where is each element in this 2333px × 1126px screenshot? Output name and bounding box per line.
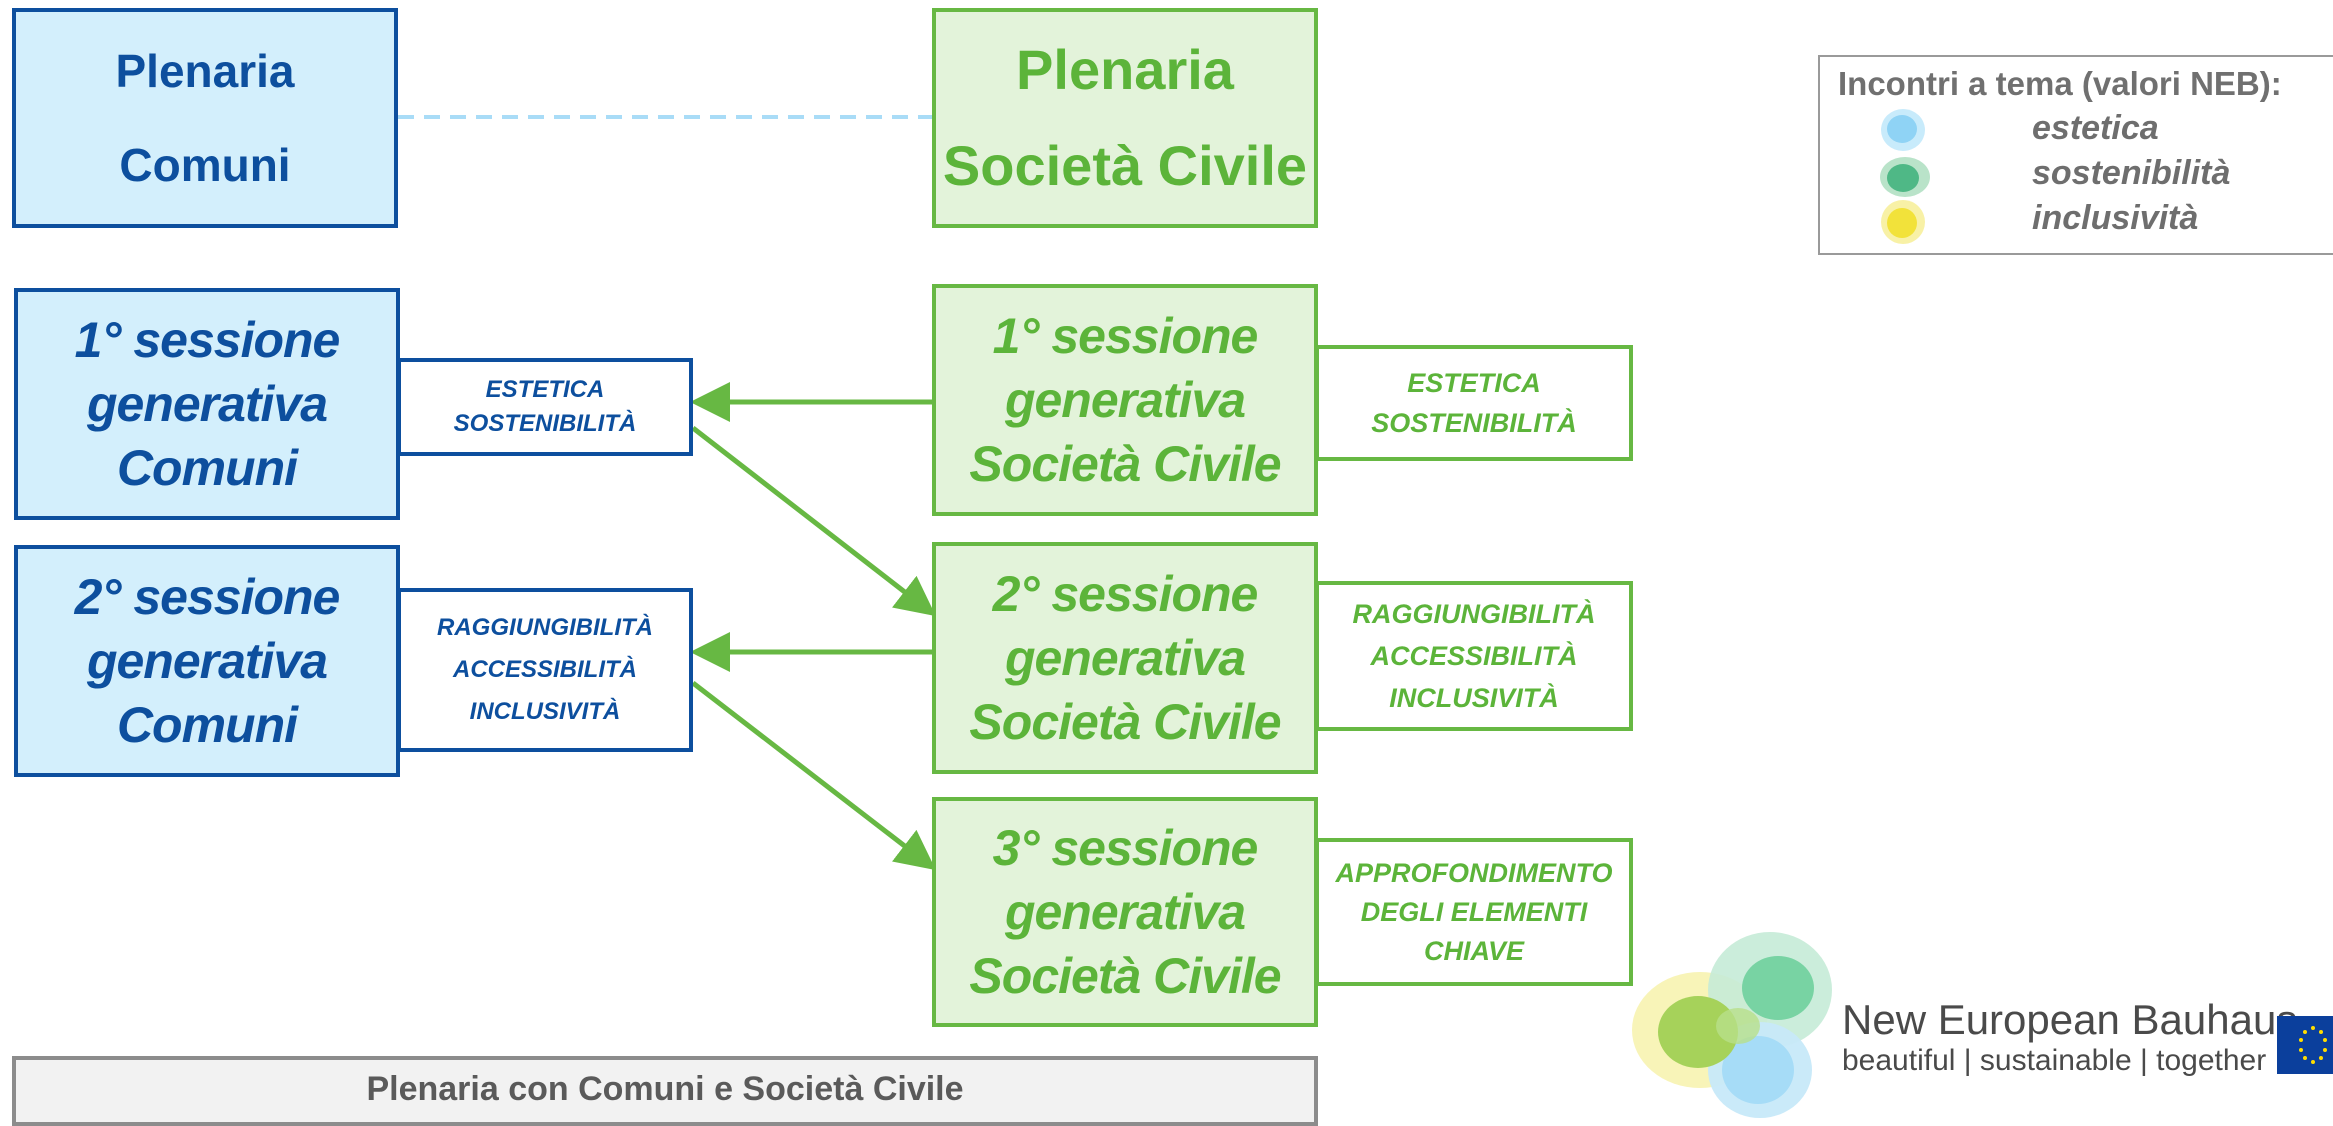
societa-session-1-box: 1° sessione generativa Società Civile (932, 284, 1318, 516)
topic-label: RAGGIUNGIBILITÀ (1352, 599, 1596, 629)
legend: Incontri a tema (valori NEB): estetica s… (1818, 55, 2333, 255)
session-group: Comuni (116, 697, 298, 753)
new-european-bauhaus-logo-icon (1632, 932, 1832, 1118)
joint-plenary-label: Plenaria con Comuni e Società Civile (366, 1070, 964, 1108)
inclusivita-blob-icon (1881, 200, 1925, 244)
topic-label: SOSTENIBILITÀ (1371, 408, 1577, 438)
sostenibilita-blob-icon (1880, 157, 1930, 197)
session-group: Comuni (116, 440, 298, 496)
arrow-comuni-2-to-s3 (691, 681, 936, 871)
societa-session-1-topics: ESTETICA SOSTENIBILITÀ (1315, 345, 1633, 461)
session-subtitle: generativa (86, 633, 328, 689)
session-group: Società Civile (969, 694, 1281, 750)
session-title: 1° sessione (992, 308, 1259, 364)
plenaria-comuni-box: Plenaria Comuni (12, 8, 398, 228)
session-title: 2° sessione (992, 566, 1259, 622)
comuni-session-1-topics: ESTETICA SOSTENIBILITÀ (397, 358, 693, 456)
societa-session-3-topics: APPROFONDIMENTO DEGLI ELEMENTI CHIAVE (1315, 838, 1633, 986)
plenaria-societa-line2: Società Civile (942, 134, 1308, 197)
joint-plenary-bar: Plenaria con Comuni e Società Civile (12, 1056, 1318, 1126)
plenaria-comuni-line1: Plenaria (115, 45, 295, 97)
topic-label: ESTETICA (1407, 368, 1541, 398)
legend-title: Incontri a tema (valori NEB): (1838, 65, 2282, 102)
topic-label: DEGLI ELEMENTI (1360, 896, 1588, 927)
plenaria-comuni-line2: Comuni (119, 139, 291, 191)
arrow-comuni-1-to-s2 (691, 426, 936, 617)
session-title: 3° sessione (992, 820, 1259, 876)
topic-label: ACCESSIBILITÀ (1370, 641, 1578, 671)
topic-label: APPROFONDIMENTO (1335, 857, 1613, 888)
session-subtitle: generativa (1004, 630, 1246, 686)
eu-flag-icon (2277, 1016, 2333, 1074)
comuni-session-1-box: 1° sessione generativa Comuni (14, 288, 400, 520)
topic-label: INCLUSIVITÀ (469, 698, 621, 725)
session-group: Società Civile (969, 436, 1281, 492)
eu-stars-icon (2299, 1026, 2327, 1064)
session-title: 2° sessione (74, 569, 341, 625)
topic-label: INCLUSIVITÀ (1389, 683, 1559, 713)
plenaria-societa-line1: Plenaria (1016, 38, 1234, 101)
neb-title: New European Bauhaus (1842, 996, 2298, 1043)
societa-session-3-box: 3° sessione generativa Società Civile (932, 797, 1318, 1027)
comuni-session-2-topics: RAGGIUNGIBILITÀ ACCESSIBILITÀ INCLUSIVIT… (397, 588, 693, 752)
session-group: Società Civile (969, 948, 1281, 1004)
comuni-session-2-box: 2° sessione generativa Comuni (14, 545, 400, 777)
session-subtitle: generativa (1004, 884, 1246, 940)
topic-label: ACCESSIBILITÀ (452, 656, 637, 683)
session-title: 1° sessione (74, 312, 341, 368)
plenaria-societa-box: Plenaria Società Civile (932, 8, 1318, 228)
topic-label: ESTETICA (485, 376, 605, 403)
neb-subtitle: beautiful | sustainable | together (1842, 1044, 2267, 1077)
legend-label-sostenibilita: sostenibilità (2032, 154, 2231, 192)
societa-session-2-topics: RAGGIUNGIBILITÀ ACCESSIBILITÀ INCLUSIVIT… (1315, 581, 1633, 731)
topic-label: SOSTENIBILITÀ (453, 410, 637, 437)
legend-label-inclusivita: inclusività (2032, 199, 2199, 237)
legend-label-estetica: estetica (2032, 109, 2159, 147)
topic-label: CHIAVE (1423, 935, 1524, 966)
session-subtitle: generativa (86, 376, 328, 432)
session-subtitle: generativa (1004, 372, 1246, 428)
estetica-blob-icon (1881, 109, 1925, 151)
topic-label: RAGGIUNGIBILITÀ (437, 614, 653, 641)
societa-session-2-box: 2° sessione generativa Società Civile (932, 542, 1318, 774)
